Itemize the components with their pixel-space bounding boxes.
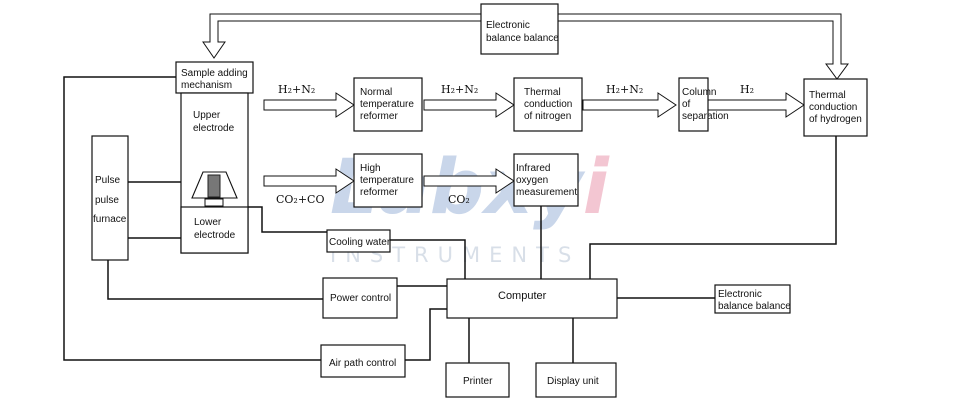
text-upper-electrode-2: electrode [193,123,235,134]
box-column-of-separation: Column of separation [678,77,729,132]
label-h2: H₂ [740,83,754,96]
text-upper-electrode-1: Upper [193,110,221,121]
balance-feed-arrows [202,13,849,80]
text-column-2: of [682,99,691,110]
arrow-balance-to-sample [202,13,482,59]
text-tc-nitrogen-2: conduction [524,99,572,110]
flow-arrows [263,92,805,194]
text-balance-top-1: Electronic [486,20,530,31]
text-printer: Printer [463,376,493,387]
text-power-control: Power control [330,293,391,304]
arrow-to-tc-nitrogen [423,92,515,118]
arrow-to-high-reformer [263,168,355,194]
label-h2n2-3: H₂+N₂ [606,83,643,96]
box-infrared-oxygen-measurement: Infrared oxygen measurement [513,153,579,207]
text-balance-top-2: balance balance [486,33,559,44]
text-pulse-furnace-1: Pulse [95,175,120,186]
text-sample-adding-2: mechanism [181,80,232,91]
text-pulse-furnace-2: pulse [95,195,119,206]
box-electronic-balance-right: Electronic balance balance [714,284,791,314]
text-display-unit: Display unit [547,376,599,387]
box-sample-adding-mechanism: Sample adding mechanism [175,61,254,94]
text-normal-reformer-2: temperature [360,99,414,110]
text-tc-hydrogen-3: of hydrogen [809,114,862,125]
text-column-1: Column [682,87,716,98]
box-power-control: Power control [322,277,398,319]
arrow-to-infrared [423,168,515,194]
arrow-to-column [582,92,677,118]
watermark-brand-part3: i [583,142,610,231]
box-air-path-control: Air path control [320,344,406,378]
line-hydrogen-computer [589,136,837,279]
text-lower-electrode-1: Lower [194,217,222,228]
text-high-reformer-3: reformer [360,187,398,198]
line-electrode-cooling [248,206,327,233]
box-thermal-conduction-nitrogen: Thermal conduction of nitrogen [513,77,583,132]
box-electronic-balance-top: Electronic balance balance [480,3,559,55]
box-pulse-furnace: Pulse pulse furnace [91,135,129,261]
text-infrared-1: Infrared [516,163,550,174]
crucible-icon [191,171,238,207]
text-pulse-furnace-3: furnace [93,214,127,225]
text-balance-right-2: balance balance [718,301,791,312]
text-computer: Computer [498,290,547,302]
text-high-reformer-1: High [360,163,381,174]
line-sample-to-airpath [63,76,321,361]
label-h2n2-2: H₂+N₂ [441,83,478,96]
arrow-balance-to-hydrogen [557,13,849,80]
text-tc-hydrogen-2: conduction [809,102,857,113]
label-co2co: CO₂+CO [276,193,325,206]
text-tc-hydrogen-1: Thermal [809,90,846,101]
flow-labels: H₂+N₂ H₂+N₂ H₂+N₂ H₂ CO₂+CO CO₂ [276,83,754,206]
text-normal-reformer-1: Normal [360,87,392,98]
text-air-path-control: Air path control [329,358,396,369]
box-display-unit: Display unit [535,362,617,398]
text-column-3: separation [682,111,729,122]
text-cooling-water: Cooling water [329,237,391,248]
box-computer: Computer [446,278,618,319]
text-tc-nitrogen-1: Thermal [524,87,561,98]
text-lower-electrode-2: electrode [194,230,236,241]
box-lower-electrode [180,206,249,254]
box-thermal-conduction-hydrogen: Thermal conduction of hydrogen [803,78,868,137]
text-tc-nitrogen-3: of nitrogen [524,111,571,122]
text-sample-adding-1: Sample adding [181,68,248,79]
arrow-to-normal-reformer [263,92,355,118]
box-printer: Printer [445,362,510,398]
text-high-reformer-2: temperature [360,175,414,186]
label-co2: CO₂ [448,193,470,206]
line-cooling-computer [390,239,466,279]
text-infrared-2: oxygen [516,175,548,186]
box-cooling-water: Cooling water [326,229,391,253]
blocks: Electronic balance balance Sample adding… [91,3,868,398]
label-h2n2-1: H₂+N₂ [278,83,315,96]
line-furnace-power [107,260,323,300]
connector-lines [63,76,837,363]
box-high-temperature-reformer: High temperature reformer [353,153,423,208]
box-electrode-assembly: Upper electrode Lower electrode [180,92,249,254]
arrow-to-tc-hydrogen [707,92,805,118]
box-normal-temperature-reformer: Normal temperature reformer [353,77,423,132]
text-normal-reformer-3: reformer [360,111,398,122]
text-balance-right-1: Electronic [718,289,762,300]
line-airpath-computer [405,308,447,361]
text-infrared-3: measurement [516,187,577,198]
